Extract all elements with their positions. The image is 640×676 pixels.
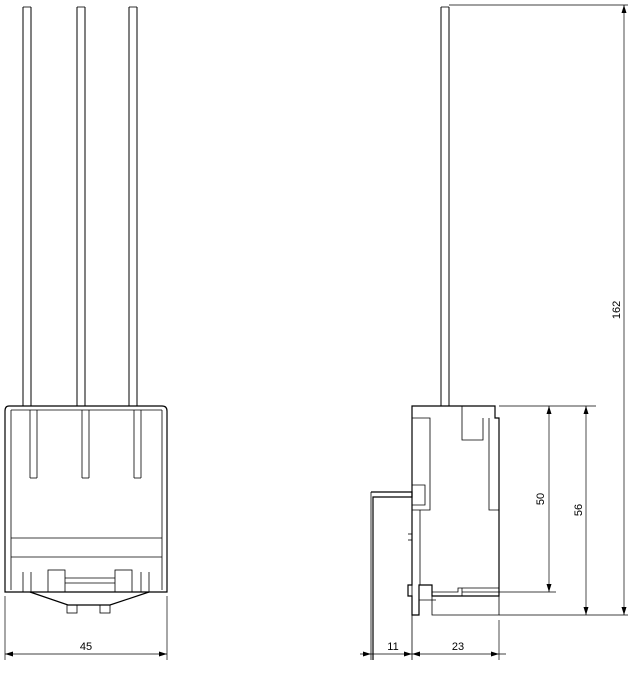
front-housing-outer — [4, 405, 168, 593]
dim-front-width-label: 45 — [80, 641, 92, 653]
side-body-outline — [407, 405, 500, 616]
side-wire — [440, 6, 450, 406]
dim-total-body-height-label: 56 — [573, 504, 585, 516]
side-mounting-plate — [371, 491, 413, 660]
dim-side-depth-label: 23 — [452, 641, 464, 653]
dim-front-width: 45 — [4, 596, 168, 660]
dim-side-horizontal: 11 23 — [360, 641, 506, 657]
front-clip — [22, 569, 150, 614]
dim-total-height: 162 — [611, 5, 627, 615]
front-wire-1 — [22, 6, 32, 406]
side-view: 50 56 162 11 23 — [360, 4, 628, 660]
dim-side-offset-label: 11 — [387, 641, 398, 653]
dim-body-height: 50 — [535, 406, 552, 592]
dim-body-height-label: 50 — [535, 493, 547, 505]
dim-total-height-label: 162 — [611, 301, 623, 319]
front-wire-2 — [76, 6, 86, 406]
front-slot-1 — [29, 410, 38, 479]
front-view: 45 — [4, 6, 168, 660]
front-wire-3 — [128, 6, 138, 406]
front-slot-2 — [81, 410, 90, 479]
dim-total-body-height: 56 — [573, 406, 589, 615]
front-slot-3 — [133, 410, 142, 479]
